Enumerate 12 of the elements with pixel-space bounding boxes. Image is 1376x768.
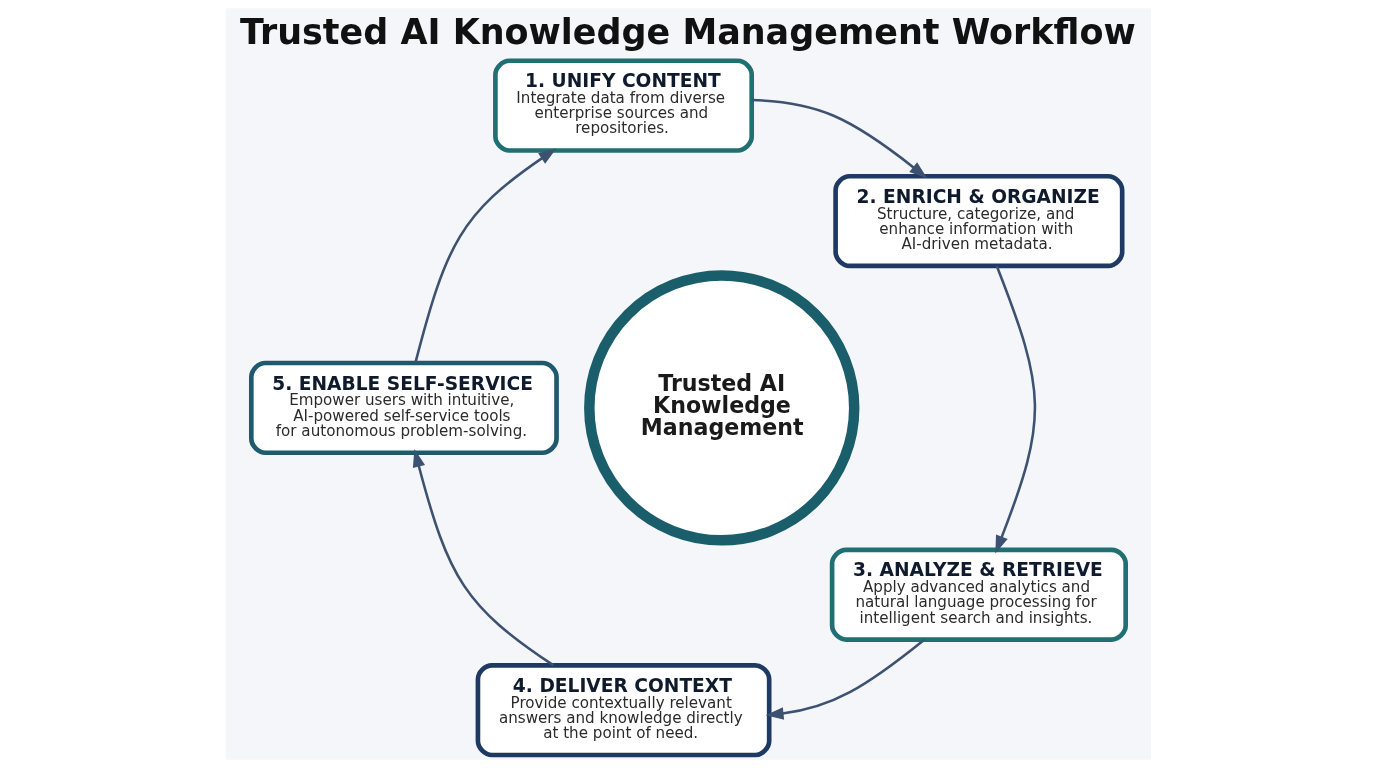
arrow (751, 98, 927, 179)
node-box: 3. ANALYZE & RETRIEVE Apply advanced analytics and natural language processing for intelligent search and insights. (829, 547, 1128, 642)
node-box: 4. DELIVER CONTEXT Provide contextually relevant answers and knowledge directly at the point of need. (475, 662, 771, 758)
node-circle: Trusted AI Knowledge Management (583, 270, 859, 546)
arrow (994, 265, 1036, 554)
node-box: 1. UNIFY CONTENT Integrate data from diverse enterprise sources and repositories. (492, 58, 754, 153)
arrow (413, 148, 556, 363)
arrow (765, 638, 925, 720)
node-box: 5. ENABLE SELF-SERVICE Empower users with intuitive, AI-powered self-service tools for autonomous problem-solving. (248, 360, 559, 456)
arrow (412, 449, 554, 667)
node-box: 2. ENRICH & ORGANIZE Structure, categorize, and enhance information with AI-driven metadata. (832, 173, 1124, 269)
diagram-title: Trusted AI Knowledge Management Workflow (239, 12, 1136, 53)
